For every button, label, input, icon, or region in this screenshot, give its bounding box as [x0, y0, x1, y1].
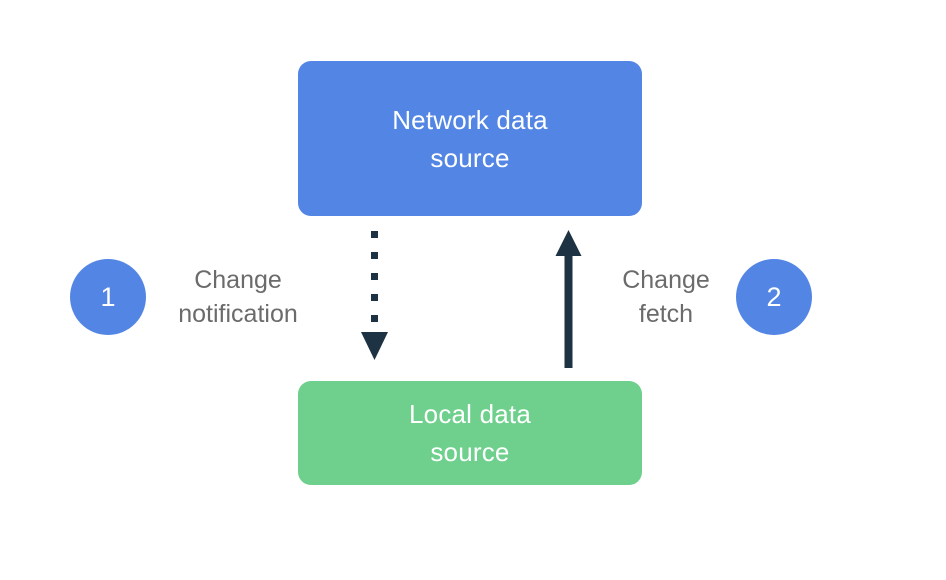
- dotted-down-arrow-icon: [361, 231, 388, 360]
- node-local-data-source: Local data source: [298, 381, 642, 485]
- step-badge-two-label: 2: [766, 281, 782, 312]
- solid-up-arrow-icon: [555, 230, 582, 368]
- step-badge-one-label: 1: [100, 281, 116, 312]
- node-local-data-source-label: Local data source: [409, 399, 531, 467]
- step-badge-two: 2: [736, 259, 812, 335]
- edge-label-change-notification: Change notification: [178, 266, 298, 328]
- node-network-data-source: Network data source: [298, 61, 642, 216]
- node-network-data-source-label: Network data source: [392, 104, 548, 173]
- edge-label-change-fetch: Change fetch: [622, 266, 710, 328]
- step-badge-one: 1: [70, 259, 146, 335]
